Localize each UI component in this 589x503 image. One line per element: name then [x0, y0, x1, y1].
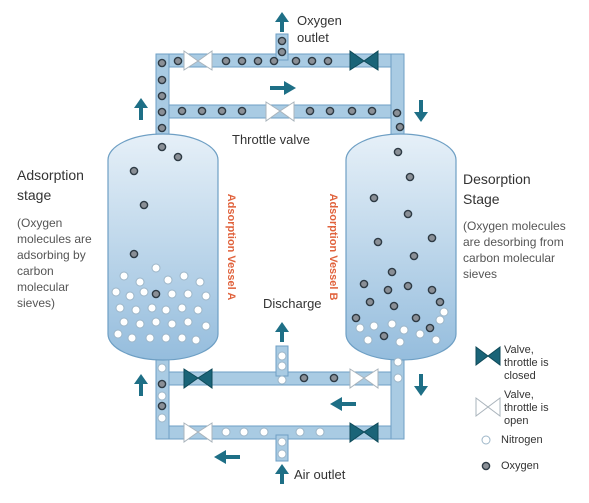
- arrow-right-down-bottom: [414, 374, 428, 396]
- arrow-right-top: [270, 81, 296, 95]
- legend-oxygen-icon: [481, 461, 491, 471]
- oxygen-molecules: [129, 36, 445, 411]
- desorption-stage-note: (Oxygen molecules are desorbing from car…: [463, 219, 566, 281]
- arrow-right-down-top: [414, 100, 428, 122]
- valves: [183, 50, 379, 443]
- legend-nitrogen-icon: [481, 435, 491, 445]
- valve-open-bottom-right: [349, 368, 379, 389]
- throttle-valve-label: Throttle valve: [232, 132, 311, 147]
- legend-nitrogen-label: Nitrogen: [501, 434, 543, 446]
- nitrogen-molecules: [111, 263, 449, 459]
- valve-open-throttle: [265, 101, 295, 122]
- adsorption-stage-title: Adsorption stage: [17, 167, 84, 203]
- vessel-a-label: Adsorption Vessel A: [225, 193, 237, 301]
- pipe-bottom-right-riser: [390, 355, 405, 440]
- arrow-left-up-top: [134, 98, 148, 120]
- discharge-label: Discharge: [263, 296, 322, 311]
- arrow-discharge-up: [275, 322, 289, 342]
- valve-open-top-left: [183, 50, 213, 71]
- air-outlet-label: Air outlet: [294, 467, 346, 482]
- valve-closed-bottom-right: [349, 422, 379, 443]
- flow-arrows: [134, 12, 428, 484]
- legend-open-label: Valve, throttle is open: [504, 389, 549, 427]
- oxygen-outlet-label: Oxygen outlet: [297, 13, 342, 45]
- arrow-left-mid-bottom: [330, 397, 356, 411]
- vessel-a: [107, 133, 219, 361]
- valve-closed-top-right: [349, 50, 379, 71]
- pipe-discharge: [275, 345, 289, 377]
- vessel-b-label: Adsorption Vessel B: [327, 193, 339, 301]
- legend-oxygen-label: Oxygen: [501, 460, 539, 472]
- arrow-left-lower: [214, 450, 240, 464]
- legend-closed-label: Valve, throttle is closed: [504, 344, 549, 382]
- legend-icons: [475, 346, 501, 471]
- legend-closed-valve-icon: [475, 346, 501, 366]
- arrow-left-up-bottom: [134, 374, 148, 396]
- adsorption-stage-note: (Oxygen molecules are adsorbing by carbo…: [17, 216, 92, 310]
- valve-closed-bottom-left: [183, 368, 213, 389]
- valve-open-bottom-left: [183, 422, 213, 443]
- arrow-air-up: [275, 464, 289, 484]
- arrow-oxygen-up: [275, 12, 289, 32]
- legend-open-valve-icon: [475, 397, 501, 417]
- desorption-stage-title: Desorption Stage: [463, 171, 531, 207]
